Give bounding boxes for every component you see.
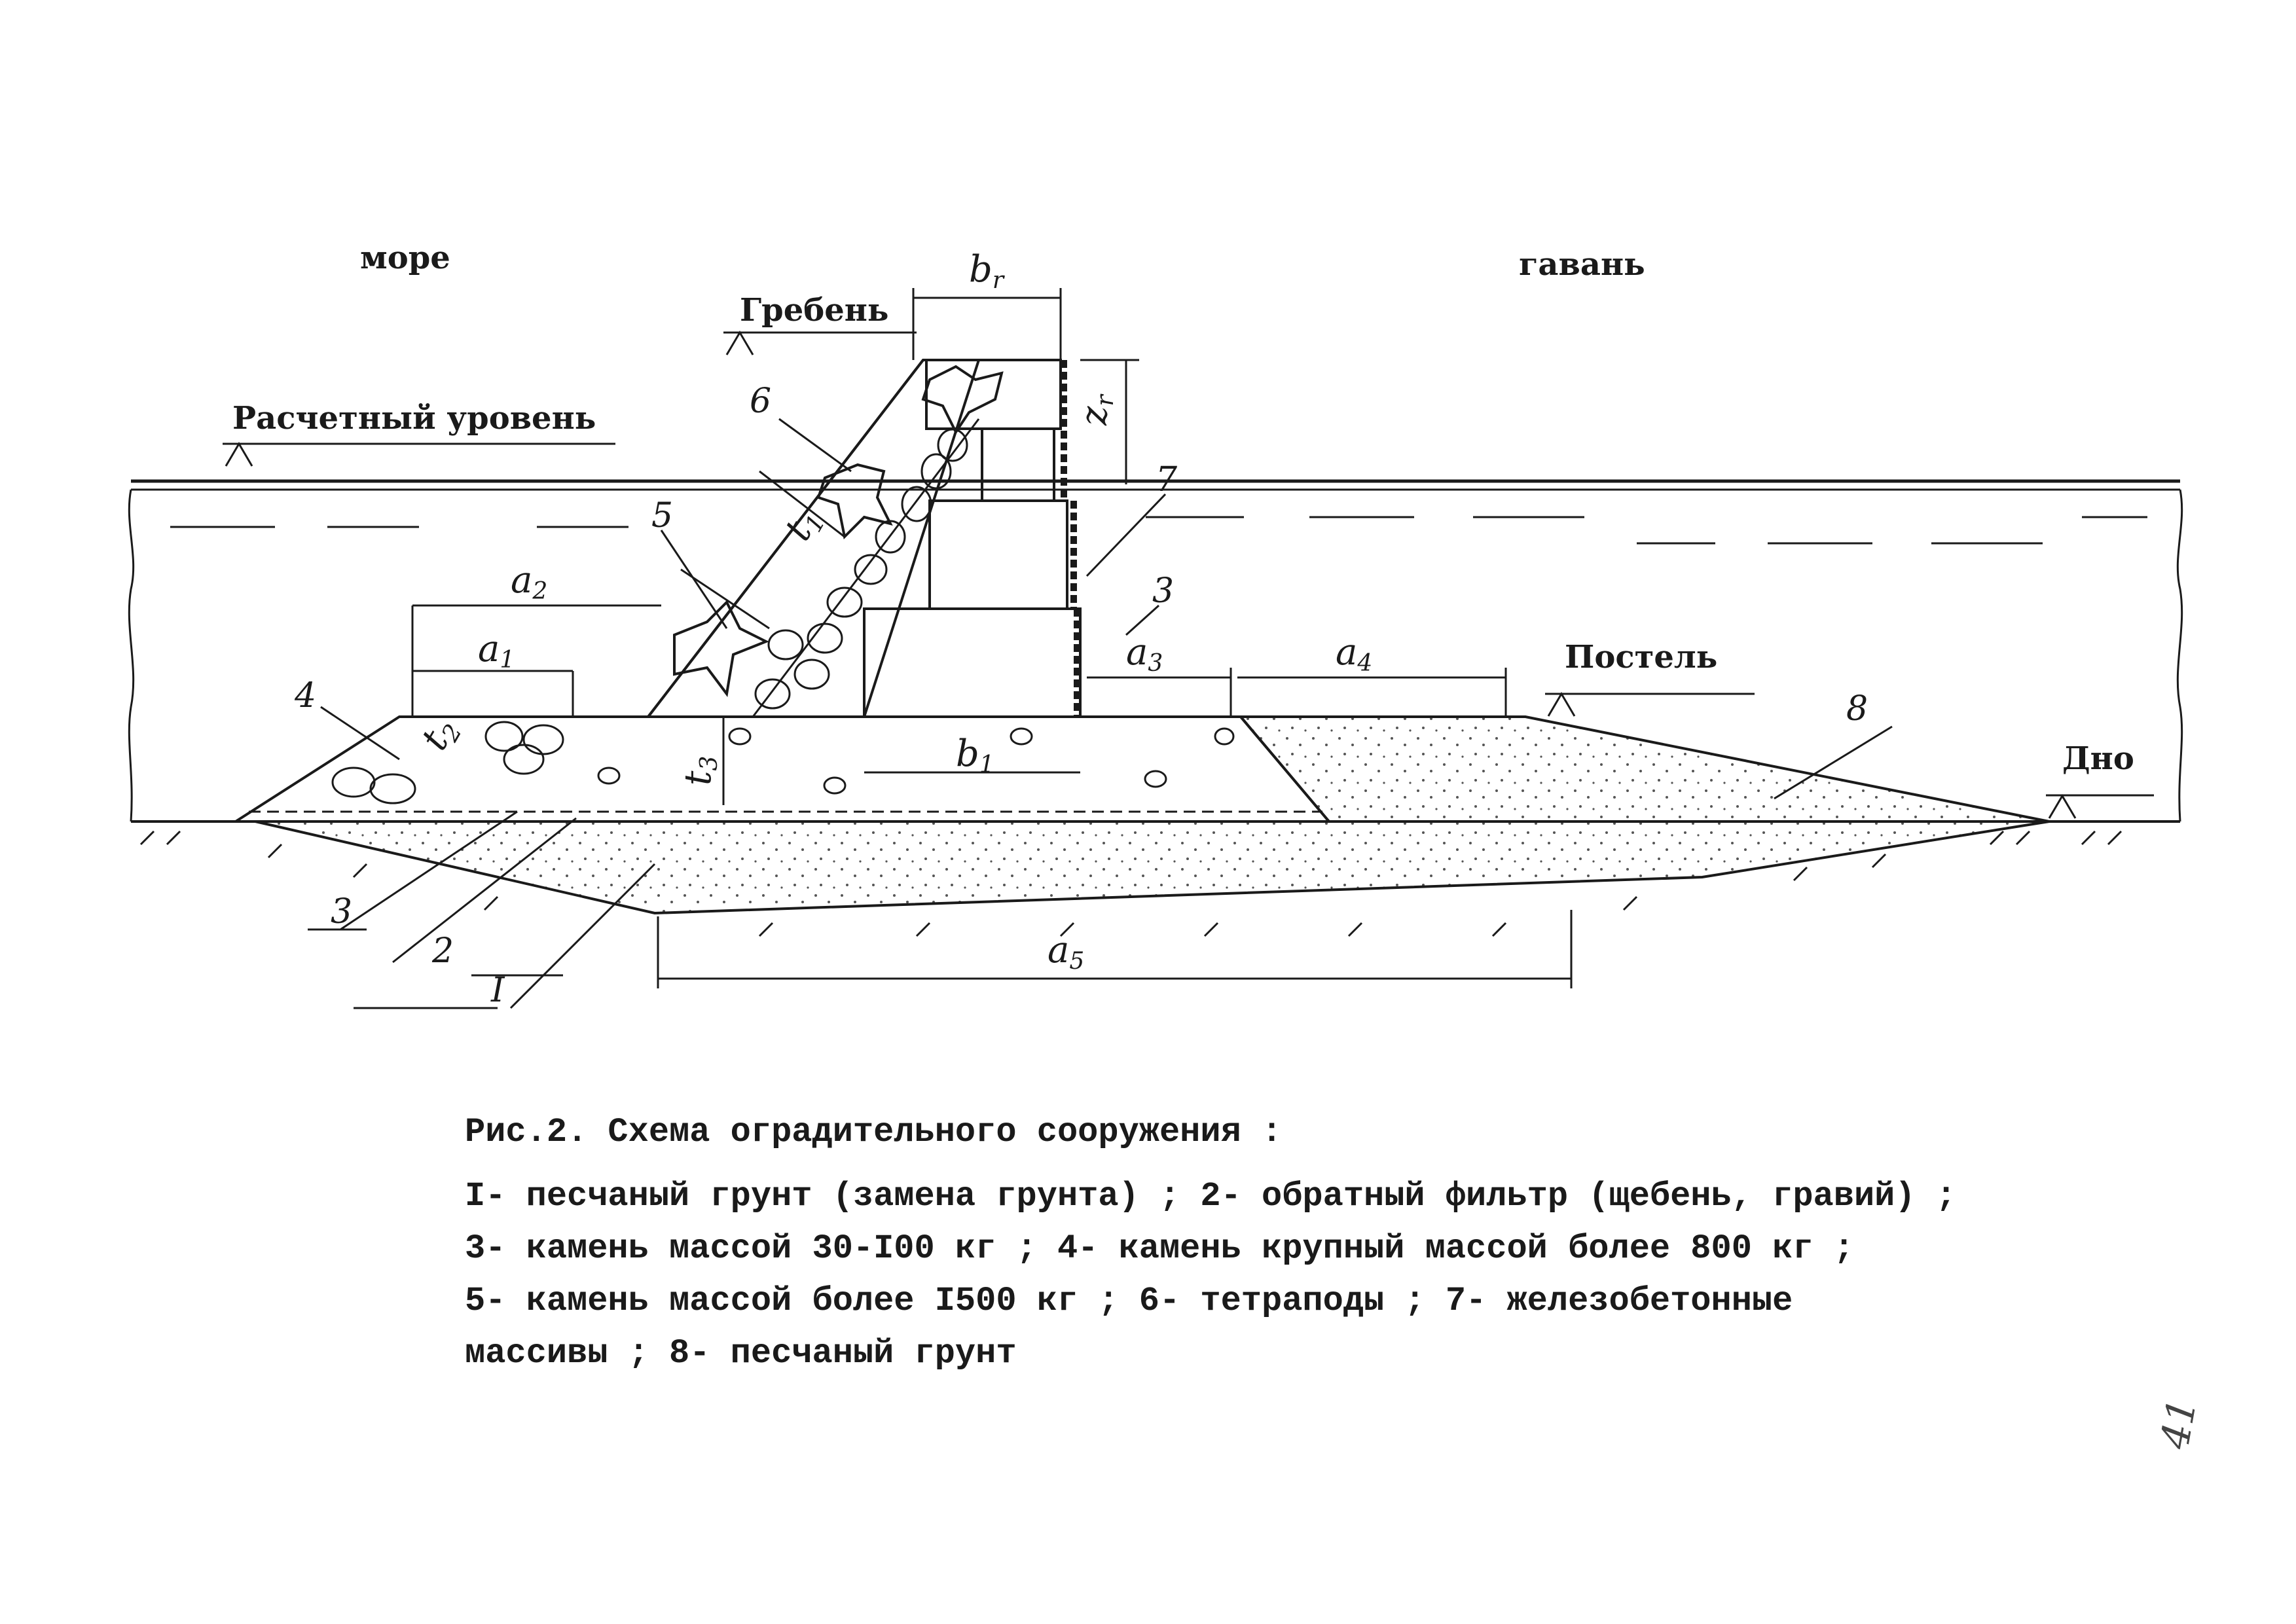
- sand-replacement-zone: [255, 820, 2050, 915]
- dim-z-r: zr: [1073, 393, 1119, 426]
- callout-3-lower: 3: [331, 892, 352, 931]
- tetrapods: [673, 365, 1004, 697]
- bottom-label: Дно: [2062, 740, 2134, 777]
- callout-7: 7: [1156, 460, 1178, 499]
- callout-5: 5: [651, 496, 673, 535]
- level-markers: [223, 331, 2154, 819]
- concrete-blocks: [863, 359, 1082, 718]
- callout-leaders: [308, 418, 1893, 1009]
- dim-t3: t3: [677, 756, 723, 785]
- dimension-lines: [411, 288, 1573, 988]
- breakwater-diagram: море гавань Гребень Расчетный уровень По…: [128, 240, 2183, 1010]
- dim-b-r: br: [969, 248, 1005, 294]
- sea-label: море: [360, 240, 450, 276]
- callout-8: 8: [1846, 689, 1868, 729]
- caption-line: массивы ; 8- песчаный грунт: [465, 1334, 1017, 1373]
- callout-3-upper: 3: [1152, 571, 1174, 611]
- soil-hatching: [267, 843, 1887, 937]
- dim-a2: a2: [511, 559, 547, 605]
- dim-a5: a5: [1048, 929, 1084, 975]
- rock-fill: [331, 721, 1235, 804]
- dim-a4: a4: [1336, 631, 1372, 677]
- water-body: [128, 479, 2183, 822]
- figure-caption: Рис.2. Схема оградительного сооружения :…: [465, 1106, 2003, 1380]
- sand-berm: [1237, 715, 2050, 823]
- callout-4: 4: [294, 676, 316, 715]
- callout-1: I: [490, 971, 505, 1010]
- harbor-label: гавань: [1519, 246, 1645, 283]
- caption-line: I- песчаный грунт (замена грунта) ; 2- о…: [465, 1177, 1956, 1216]
- armour-stones: [754, 428, 968, 710]
- caption-title: Рис.2. Схема оградительного сооружения :: [465, 1113, 1283, 1151]
- crest-label: Гребень: [740, 292, 889, 329]
- callout-6: 6: [750, 382, 771, 421]
- dim-b1: b1: [956, 732, 994, 778]
- dim-t1: t1: [776, 501, 831, 549]
- page-number: 41: [2152, 1395, 2206, 1453]
- caption-line: 5- камень массой более I500 кг ; 6- тетр…: [465, 1282, 1793, 1320]
- callout-2: 2: [431, 931, 454, 971]
- rubble-bed: [231, 715, 1332, 823]
- dim-a1: a1: [478, 628, 515, 674]
- caption-line: 3- камень массой 30-I00 кг ; 4- камень к…: [465, 1229, 1854, 1268]
- dim-a3: a3: [1126, 631, 1163, 677]
- bed-label: Постель: [1565, 639, 1717, 676]
- design-level-label: Расчетный уровень: [232, 400, 596, 437]
